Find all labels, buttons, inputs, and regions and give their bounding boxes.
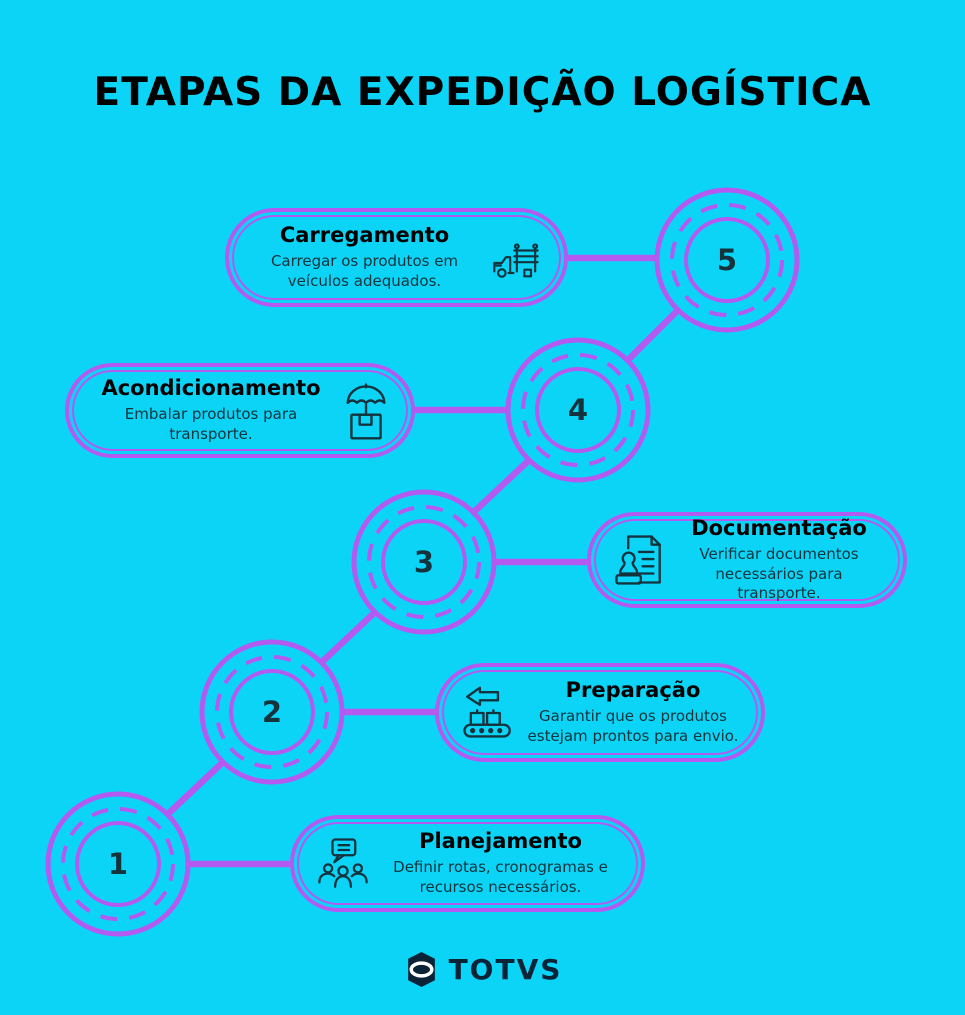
step-description: Verificar documentos necessários para tr… (699, 544, 859, 603)
step-card-inner: Planejamento Definir rotas, cronogramas … (297, 822, 638, 905)
step-card-planejamento: Planejamento Definir rotas, cronogramas … (290, 815, 645, 912)
circle-rings (505, 337, 651, 483)
umbrella-box-icon (342, 380, 390, 442)
circle-rings (654, 187, 800, 333)
page-title: ETAPAS DA EXPEDIÇÃO LOGÍSTICA (93, 70, 872, 116)
step-text-block: Planejamento Definir rotas, cronogramas … (381, 829, 620, 898)
step-card-carregamento: Carregamento Carregar os produtos em veí… (225, 208, 568, 307)
step-circle-3: 3 (351, 489, 497, 635)
step-circle-2: 2 (199, 639, 345, 785)
step-card-inner: Preparação Garantir que os produtos este… (442, 670, 758, 755)
step-card-preparacao: Preparação Garantir que os produtos este… (435, 663, 765, 762)
step-text-block: Preparação Garantir que os produtos este… (526, 678, 740, 747)
step-card-inner: Carregamento Carregar os produtos em veí… (232, 215, 561, 300)
step-title: Preparação (565, 678, 701, 703)
step-title: Planejamento (419, 829, 582, 854)
team-discussion-icon (315, 835, 371, 893)
step-card-inner: Documentação Verificar documentos necess… (594, 516, 900, 604)
conveyor-arrow-icon (460, 684, 516, 742)
step-text-block: Documentação Verificar documentos necess… (676, 516, 882, 604)
step-text-block: Acondicionamento Embalar produtos para t… (90, 376, 332, 445)
brand-logo: TOTVS (0, 951, 965, 988)
step-card-documentacao: Documentação Verificar documentos necess… (587, 512, 907, 608)
step-number: 4 (567, 393, 589, 427)
totvs-logo-text: TOTVS (448, 953, 563, 986)
step-number: 2 (261, 695, 283, 729)
step-number: 3 (413, 545, 435, 579)
step-description: Garantir que os produtos estejam prontos… (527, 707, 739, 745)
step-circle-4: 4 (505, 337, 651, 483)
step-circle-5: 5 (654, 187, 800, 333)
step-number: 5 (716, 243, 738, 277)
step-description: Carregar os produtos em veículos adequad… (270, 252, 459, 290)
step-description: Embalar produtos para transporte. (124, 405, 298, 443)
step-circle-1: 1 (45, 791, 191, 937)
document-stamp-icon (612, 530, 666, 590)
step-text-block: Carregamento Carregar os produtos em veí… (250, 223, 479, 292)
step-card-acondicionamento: Acondicionamento Embalar produtos para t… (65, 363, 415, 458)
totvs-logo-icon (403, 951, 440, 988)
circle-rings (199, 639, 345, 785)
circle-rings (351, 489, 497, 635)
circle-rings (45, 791, 191, 937)
step-title: Acondicionamento (101, 376, 321, 401)
step-description: Definir rotas, cronogramas e recursos ne… (393, 858, 608, 896)
step-card-inner: Acondicionamento Embalar produtos para t… (72, 370, 408, 451)
step-number: 1 (107, 847, 129, 881)
step-title: Documentação (691, 515, 867, 540)
cargo-truck-icon (489, 233, 543, 283)
step-title: Carregamento (279, 223, 450, 248)
